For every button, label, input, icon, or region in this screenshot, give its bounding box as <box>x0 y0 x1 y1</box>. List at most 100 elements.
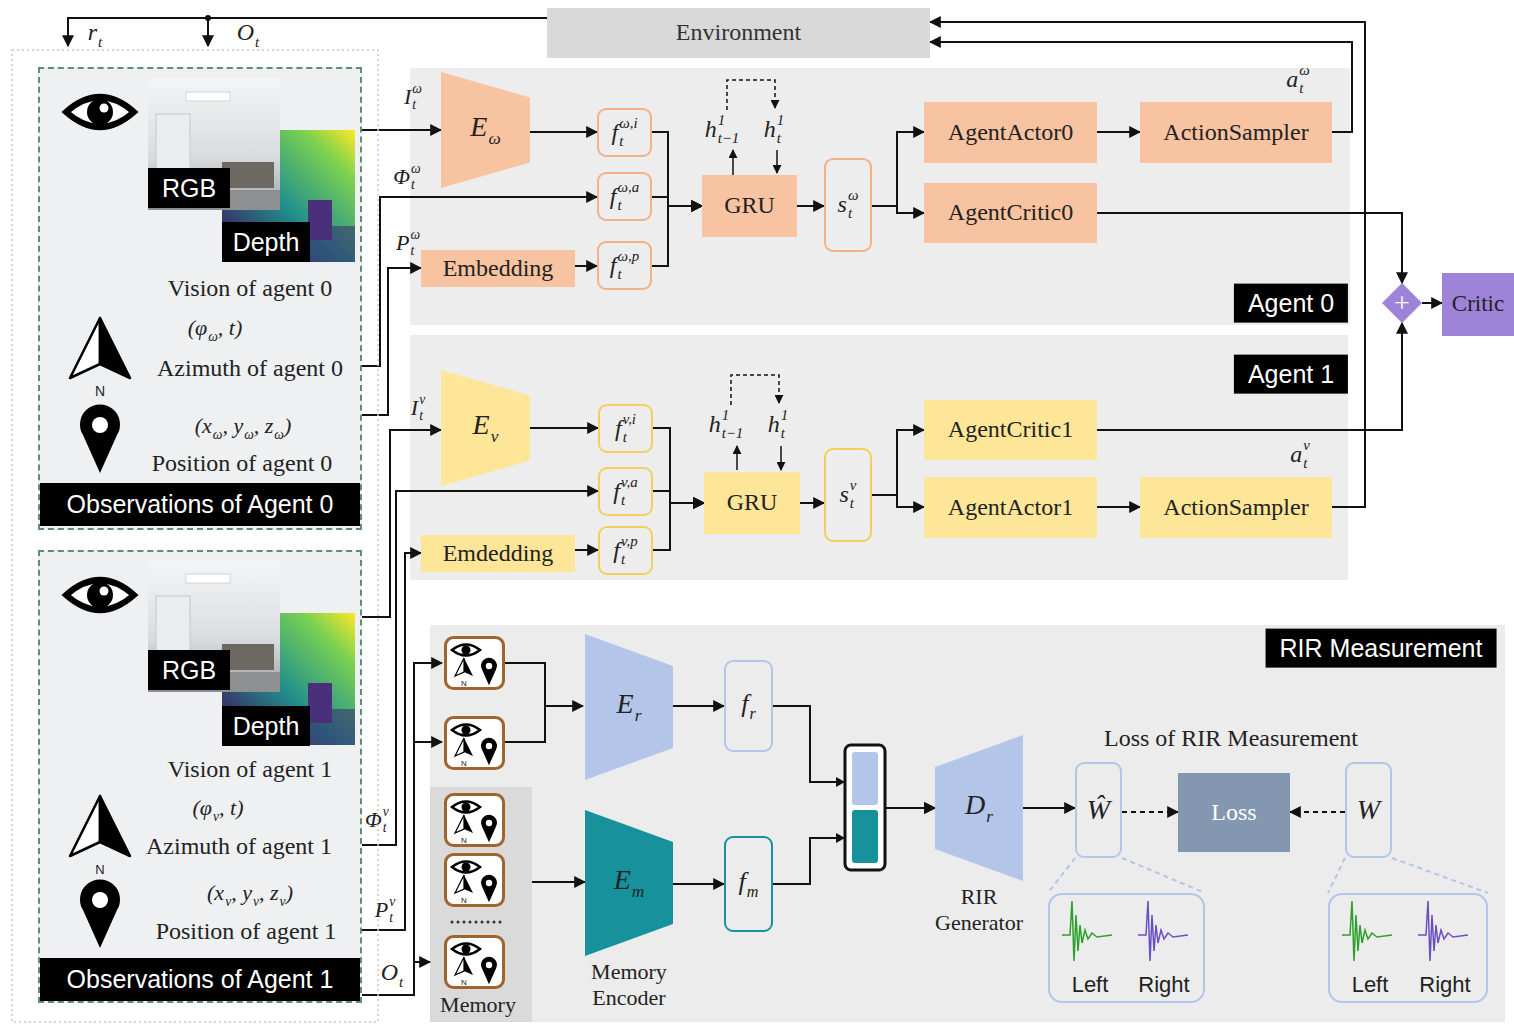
region-title: RIR Measurement <box>1266 629 1497 668</box>
label-group: Loss of RIR Measurement <box>1104 725 1358 751</box>
subscript: t <box>412 97 422 113</box>
script-stack: ωt <box>411 161 421 194</box>
connector <box>362 430 441 617</box>
math-symbol: O <box>237 19 254 45</box>
label-group: Ot <box>237 19 259 50</box>
shape-fill <box>585 810 673 956</box>
subscript: t <box>618 266 640 284</box>
subscript: t <box>1303 455 1310 473</box>
critic-box: AgentCritic0 <box>924 183 1097 243</box>
actor-box: AgentActor0 <box>924 102 1097 163</box>
text-holder: fω,at <box>599 174 650 219</box>
hidden-wire <box>776 150 778 173</box>
label-group: (xω, yω, zω) <box>195 414 292 442</box>
connector <box>362 268 421 415</box>
script-stack: 1t <box>781 407 788 443</box>
text-anchor: Azimuth of agent 0 <box>157 355 343 383</box>
text-line: fω,pt <box>610 248 639 284</box>
text-holder: fr <box>726 662 771 750</box>
text-line: svt <box>840 477 857 513</box>
node-text: E <box>614 864 631 895</box>
superscript: 1 <box>722 407 744 425</box>
text-holder: + <box>1382 283 1422 323</box>
text-line: fm <box>739 867 759 902</box>
sum-diamond: + <box>1382 283 1422 323</box>
text-holder: Observations of Agent 1 <box>40 958 360 1001</box>
subscript: t <box>621 551 638 569</box>
node-text: Left <box>1352 972 1389 997</box>
text-line: Emdedding <box>443 540 554 568</box>
subscript: r <box>749 705 755 722</box>
text-line: fv,it <box>615 411 636 447</box>
math-symbol: h <box>709 411 721 437</box>
label-group: Ivt <box>411 392 425 425</box>
node-text: Emdedding <box>443 540 554 566</box>
script-stack: v,pt <box>621 533 638 569</box>
math-symbol: I <box>404 84 411 109</box>
text-holder: Environment <box>547 8 930 58</box>
node-text: f <box>741 689 748 718</box>
feature-box: fω,pt <box>597 241 652 290</box>
connector <box>362 197 597 366</box>
compass-letter: N <box>461 896 467 905</box>
node-text: Loss <box>1211 799 1256 825</box>
label-group: h1t <box>768 407 788 443</box>
rgb-image <box>148 78 280 210</box>
connector <box>1097 213 1402 283</box>
node-text: AgentActor1 <box>948 494 1073 520</box>
connector <box>652 132 702 206</box>
node-text: Observations of Agent 0 <box>67 490 334 518</box>
node-text: W <box>1357 794 1380 825</box>
math-symbol: , z <box>254 413 274 438</box>
node-text: ActionSampler <box>1163 119 1308 145</box>
subscript: t−1 <box>718 130 740 148</box>
node-text: Azimuth of agent 0 <box>157 355 343 381</box>
agent-region: Agent 0Eωfω,itfω,atEmbeddingfω,ptGRUsωtA… <box>410 68 1350 325</box>
decoder-shape: DrRIR Generator <box>935 735 1023 881</box>
connector <box>652 197 702 206</box>
script-stack: vt <box>383 804 389 837</box>
text-holder: Er <box>585 634 673 780</box>
math-symbol: , t) <box>218 315 242 340</box>
subscript: v <box>280 894 286 909</box>
text-line: ActionSampler <box>1163 494 1308 522</box>
subscript: t <box>781 425 788 443</box>
node-text: Depth <box>233 712 300 740</box>
heading-holder: RIR Generator <box>920 884 1038 937</box>
region-ground <box>410 335 1348 580</box>
script-stack: 1t−1 <box>722 407 744 443</box>
compass-icon <box>70 796 130 856</box>
connector <box>362 129 441 131</box>
script-stack: ωt <box>1299 62 1310 98</box>
node-text: E <box>470 111 487 142</box>
region-title: Agent 0 <box>1234 284 1348 323</box>
script-stack: v,it <box>623 411 636 447</box>
subscript: t <box>98 34 102 50</box>
node-text: f <box>739 867 746 896</box>
node-text: Depth <box>233 228 300 256</box>
text-line: Critic <box>1452 291 1504 317</box>
subscript: t <box>621 492 638 510</box>
waveform <box>1342 901 1392 961</box>
math-symbol: (x <box>207 880 224 905</box>
text-line: AgentActor0 <box>948 119 1073 147</box>
superscript: ω,p <box>618 248 640 266</box>
memory-icon <box>446 855 504 906</box>
feedback-wire <box>68 18 547 46</box>
text-line: Observations of Agent 0 <box>67 490 334 519</box>
text-anchor: RIR Measurement <box>1266 629 1497 668</box>
text-anchor: Azimuth of agent 1 <box>146 833 332 861</box>
actor-box: AgentActor1 <box>924 477 1097 538</box>
math-symbol: (x <box>195 413 212 438</box>
subscript: v <box>491 427 499 446</box>
superscript: v <box>389 894 395 910</box>
text-holder: Dr <box>935 735 1023 881</box>
text-line: fv,pt <box>613 533 637 569</box>
math-symbol: h <box>764 116 776 142</box>
label-group: N <box>461 680 467 689</box>
node-text: D <box>965 789 985 820</box>
observation-panel: Vision of agent 1Azimuth of agent 1Posit… <box>38 550 362 1003</box>
node-text: f <box>615 415 622 441</box>
text-line: GRU <box>727 489 778 517</box>
